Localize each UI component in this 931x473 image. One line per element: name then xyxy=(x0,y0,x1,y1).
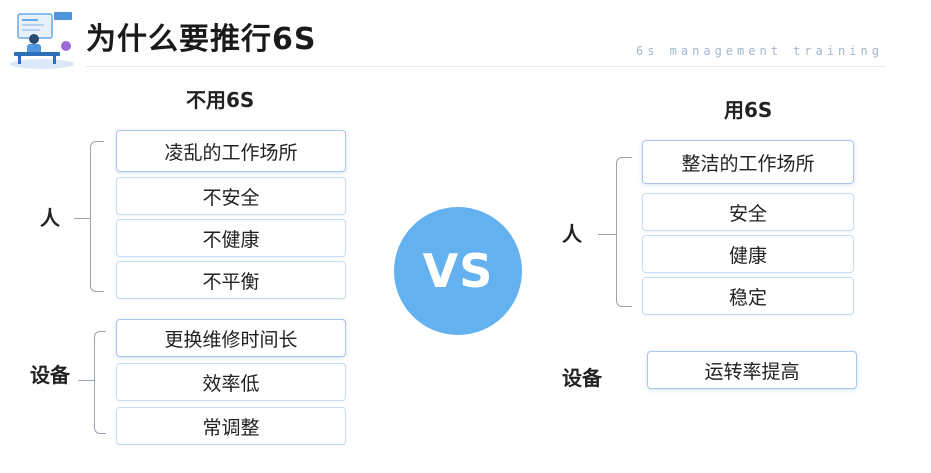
left-group-label-people: 人 xyxy=(40,206,60,230)
left-item-text: 不平衡 xyxy=(202,270,260,293)
right-bracket-people xyxy=(616,157,632,307)
right-group-label-equipment: 设备 xyxy=(562,366,602,390)
right-item-text: 运转率提高 xyxy=(704,360,800,383)
right-item-box: 稳定 xyxy=(642,277,854,315)
right-item-box: 运转率提高 xyxy=(647,351,857,389)
left-item-text: 不安全 xyxy=(202,186,260,209)
left-item-box: 效率低 xyxy=(116,363,346,401)
left-item-box: 常调整 xyxy=(116,407,346,445)
vs-label: VS xyxy=(422,244,494,298)
left-item-text: 效率低 xyxy=(202,372,260,395)
page-title: 为什么要推行6S xyxy=(86,22,317,57)
page-subtitle: 6s management training xyxy=(636,44,883,58)
right-item-box: 健康 xyxy=(642,235,854,273)
left-item-text: 凌乱的工作场所 xyxy=(164,141,298,164)
left-bracket-tick-equipment xyxy=(78,380,94,381)
left-item-text: 更换维修时间长 xyxy=(164,328,298,351)
right-group-label-people: 人 xyxy=(562,222,582,246)
right-item-box: 整洁的工作场所 xyxy=(642,140,854,184)
left-item-box: 不安全 xyxy=(116,177,346,215)
left-item-box: 凌乱的工作场所 xyxy=(116,130,346,172)
left-group-label-equipment: 设备 xyxy=(30,363,70,387)
vs-circle: VS xyxy=(394,207,522,335)
left-item-text: 常调整 xyxy=(202,416,260,439)
left-bracket-tick-people xyxy=(74,218,90,219)
right-column-title: 用6S xyxy=(724,98,773,122)
right-item-text: 安全 xyxy=(728,202,767,225)
right-item-box: 安全 xyxy=(642,193,854,231)
right-item-text: 稳定 xyxy=(728,286,767,309)
right-item-text: 整洁的工作场所 xyxy=(681,152,815,175)
left-item-text: 不健康 xyxy=(202,228,260,251)
right-item-text: 健康 xyxy=(728,244,767,267)
left-item-box: 更换维修时间长 xyxy=(116,319,346,357)
presenter-desk-illustration-icon xyxy=(10,12,74,69)
left-bracket-equipment xyxy=(94,331,106,434)
right-bracket-tick-people xyxy=(598,234,616,235)
left-bracket-people xyxy=(90,141,104,292)
left-column-title: 不用6S xyxy=(186,88,255,112)
left-item-box: 不健康 xyxy=(116,219,346,257)
header-divider xyxy=(86,66,886,67)
left-item-box: 不平衡 xyxy=(116,261,346,299)
